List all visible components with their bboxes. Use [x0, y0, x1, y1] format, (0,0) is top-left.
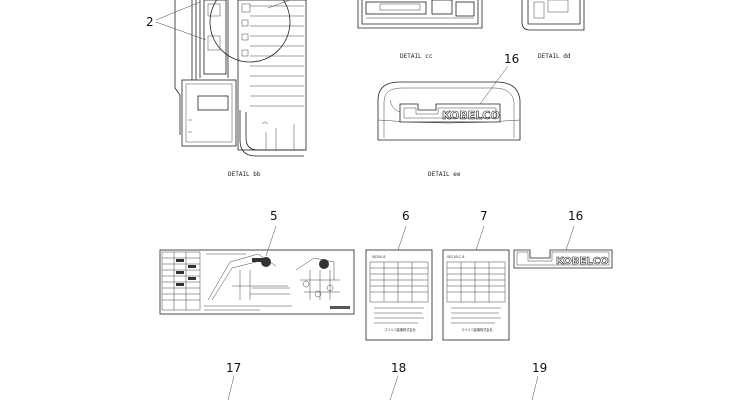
callout-5: 5	[270, 209, 278, 223]
leader-19	[531, 375, 539, 400]
kobelco-logo-small: KOBELCO	[556, 256, 608, 267]
decal-6-maker: コベルコ建機株式会社	[384, 327, 417, 332]
decal-7-maker: コベルコ建機株式会社	[461, 327, 494, 332]
detail-ee-label: DETAIL ee	[428, 171, 461, 178]
decal-6	[365, 225, 433, 341]
detail-bb-drawing	[155, 0, 307, 157]
detail-cc-drawing	[357, 0, 483, 29]
callout-18: 18	[391, 361, 406, 375]
decal-5	[159, 225, 355, 315]
detail-bb-label: DETAIL bb	[228, 171, 261, 178]
callout-2: 2	[146, 15, 154, 29]
decal-6-title: SK200-8	[372, 255, 385, 259]
leader-18	[389, 375, 399, 400]
callout-6: 6	[402, 209, 410, 223]
callout-16-bottom: 16	[568, 209, 583, 223]
decal-7-title: SK210LC-8	[447, 255, 464, 259]
callout-7: 7	[480, 209, 488, 223]
detail-dd-drawing	[521, 0, 585, 31]
decal-7	[442, 225, 510, 341]
decal-16	[513, 225, 613, 269]
callout-17: 17	[226, 361, 241, 375]
detail-ee-drawing	[377, 65, 521, 141]
leader-17	[227, 375, 235, 400]
detail-cc-label: DETAIL cc	[400, 53, 433, 60]
kobelco-logo-large: KOBELCO	[442, 109, 500, 122]
callout-16-top: 16	[504, 52, 519, 66]
detail-dd-label: DETAIL dd	[538, 53, 571, 60]
callout-19: 19	[532, 361, 547, 375]
